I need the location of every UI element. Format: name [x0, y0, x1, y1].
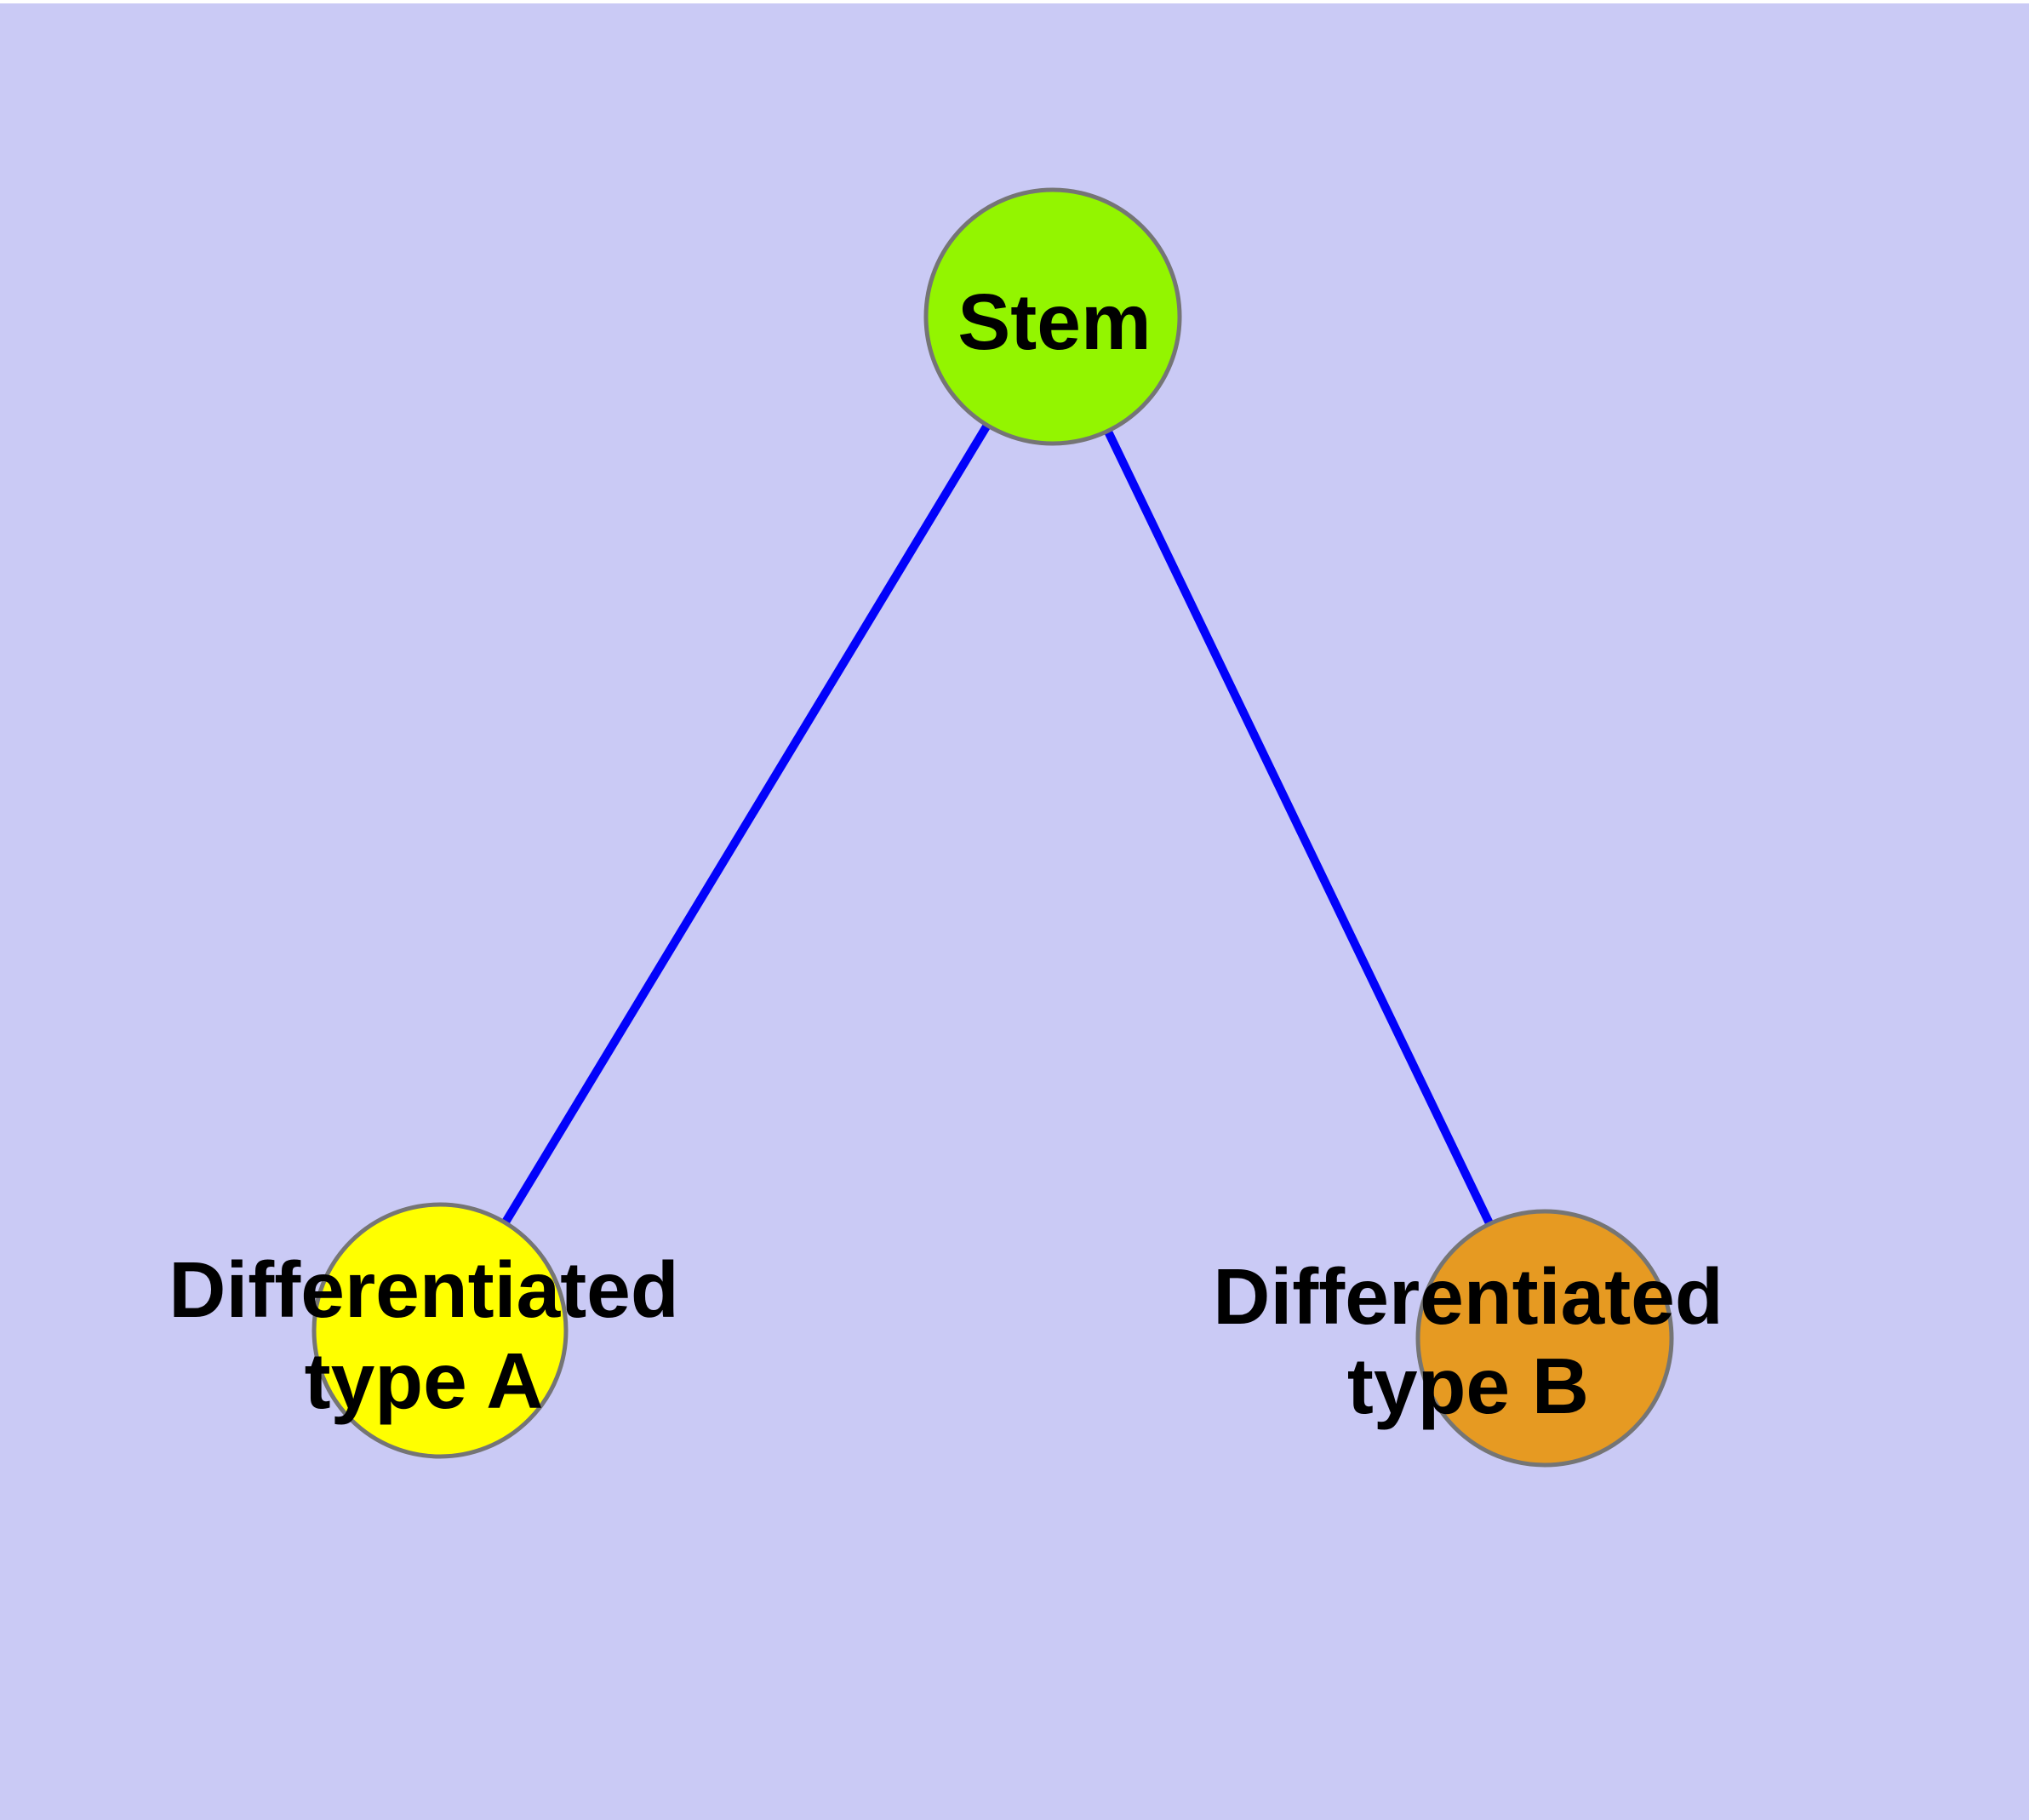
- edge-stem-to-type-a: [436, 314, 1057, 1333]
- node-type-a-circle: [311, 1202, 569, 1459]
- node-stem-label: Stem: [957, 278, 1151, 366]
- node-type-b-circle: [1415, 1209, 1674, 1468]
- node-type-b-label-line2: type B: [1347, 1342, 1589, 1430]
- node-type-a-label-line1: Differentiated: [169, 1245, 678, 1334]
- edge-stem-to-type-b: [1049, 314, 1549, 1341]
- node-type-a-label-line2: type A: [305, 1336, 544, 1425]
- node-stem-circle: [923, 187, 1182, 446]
- node-type-b-label-line1: Differentiated: [1213, 1252, 1723, 1341]
- top-margin-strip: [0, 0, 2029, 3]
